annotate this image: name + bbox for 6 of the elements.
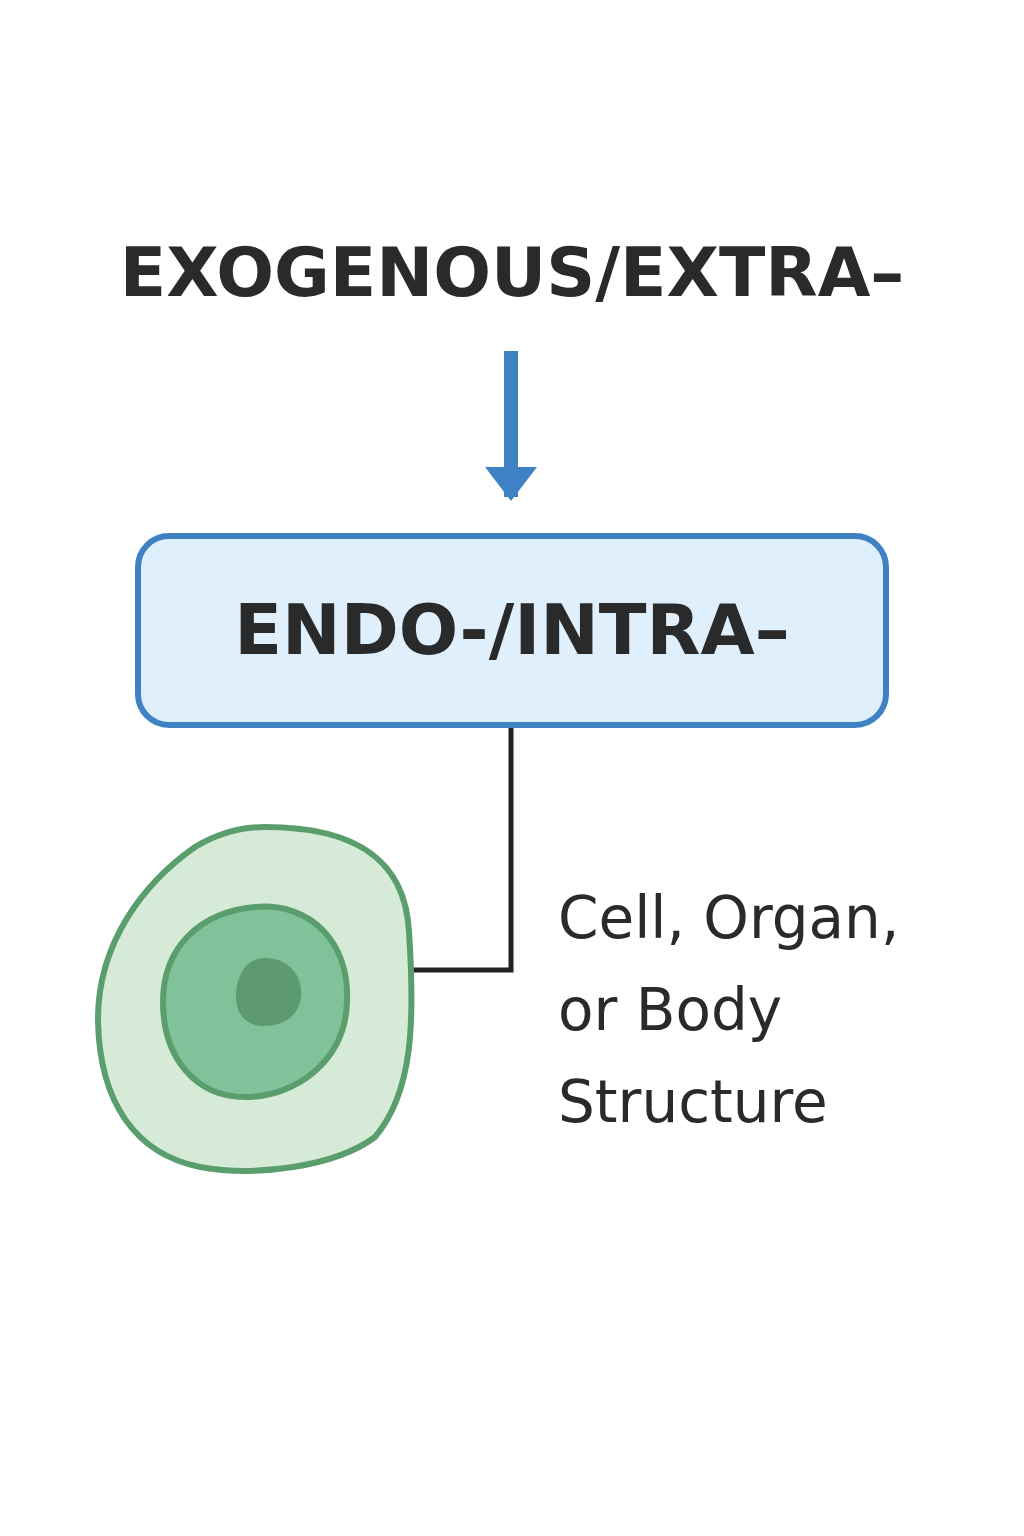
- term-box: [135, 533, 889, 728]
- heading-text: EXOGENOUS/EXTRA–: [119, 232, 905, 314]
- arrow: [485, 351, 537, 501]
- structure-label: Cell, Organ, or Body Structure: [558, 883, 901, 1138]
- prefix-text: ENDO-/INTRA–: [234, 588, 790, 673]
- connector-line: [413, 728, 514, 973]
